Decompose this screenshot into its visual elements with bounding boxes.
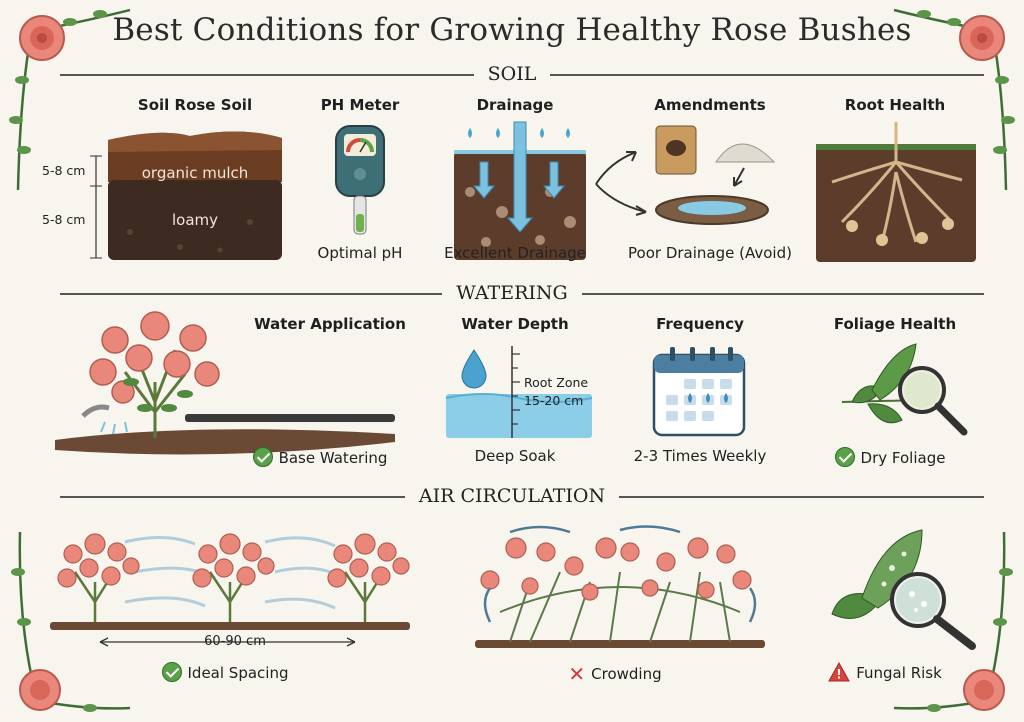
corner-rose-top-left-icon	[9, 8, 131, 191]
corner-rose-bottom-left-icon	[11, 531, 131, 712]
rose-bush-watering-illustration	[55, 311, 395, 455]
section-watering-title: WATERING	[442, 282, 582, 304]
drainage-heading: Drainage	[476, 96, 554, 114]
water-depth-caption: Deep Soak	[474, 447, 556, 465]
ideal-spacing-illustration	[50, 533, 410, 647]
corner-rose-top-right-icon	[893, 8, 1015, 191]
amendments-diagram	[595, 125, 776, 225]
section-soil-header: SOIL	[40, 63, 984, 87]
ideal-spacing-caption: Ideal Spacing	[150, 662, 300, 682]
top-layer-depth: 5-8 cm	[42, 163, 86, 178]
ph-meter-icon	[335, 125, 385, 235]
crowding-caption: ✕ Crowding	[545, 662, 685, 686]
water-application-heading: Water Application	[254, 315, 406, 333]
foliage-caption: Dry Foliage	[820, 447, 960, 467]
crowding-illustration	[475, 525, 765, 648]
ph-caption: Optimal pH	[317, 244, 403, 262]
crowding-caption-text: Crowding	[591, 665, 662, 683]
check-badge-icon	[252, 447, 273, 467]
page-title: Best Conditions for Growing Healthy Rose…	[112, 12, 912, 48]
section-air-title: AIR CIRCULATION	[404, 485, 620, 507]
water-depth-heading: Water Depth	[461, 315, 569, 333]
mulch-layer-label: organic mulch	[141, 164, 249, 182]
section-air-header: AIR CIRCULATION	[40, 485, 984, 509]
foliage-health-heading: Foliage Health	[833, 315, 957, 333]
foliage-caption-text: Dry Foliage	[860, 449, 946, 467]
fungal-risk-caption-text: Fungal Risk	[856, 664, 942, 682]
soil-layers-diagram	[90, 131, 282, 260]
calendar-icon	[652, 347, 746, 437]
check-badge-icon	[161, 662, 182, 682]
drainage-diagram	[454, 121, 586, 260]
amendments-heading: Amendments	[654, 96, 766, 114]
bottom-layer-depth: 5-8 cm	[42, 212, 86, 227]
corner-rose-bottom-right-icon	[893, 531, 1013, 712]
rose-soil-heading: Soil Rose Soil	[137, 96, 253, 114]
foliage-magnifier-icon	[841, 343, 968, 436]
frequency-caption: 2-3 Times Weekly	[633, 447, 767, 465]
water-application-caption: Base Watering	[240, 447, 400, 467]
section-soil-title: SOIL	[473, 63, 551, 85]
amendments-caption: Poor Drainage (Avoid)	[628, 244, 792, 262]
drainage-caption: Excellent Drainage	[444, 244, 586, 262]
loamy-layer-label: loamy	[171, 211, 219, 229]
root-zone-value: 15-20 cm	[524, 393, 584, 408]
frequency-heading: Frequency	[656, 315, 744, 333]
ph-meter-heading: PH Meter	[320, 96, 400, 114]
fungal-risk-caption: Fungal Risk	[815, 661, 955, 682]
section-watering-header: WATERING	[40, 282, 984, 306]
root-zone-label: Root Zone	[524, 375, 589, 390]
root-health-diagram	[816, 122, 976, 262]
ideal-spacing-caption-text: Ideal Spacing	[187, 664, 289, 682]
water-depth-diagram	[445, 346, 593, 438]
cross-icon: ✕	[568, 662, 586, 686]
warning-icon	[828, 661, 851, 682]
spacing-distance: 60-90 cm	[204, 634, 266, 649]
check-badge-icon	[834, 447, 855, 467]
fungal-leaf-magnifier-icon	[831, 529, 976, 650]
root-health-heading: Root Health	[844, 96, 946, 114]
water-application-caption-text: Base Watering	[278, 449, 388, 467]
